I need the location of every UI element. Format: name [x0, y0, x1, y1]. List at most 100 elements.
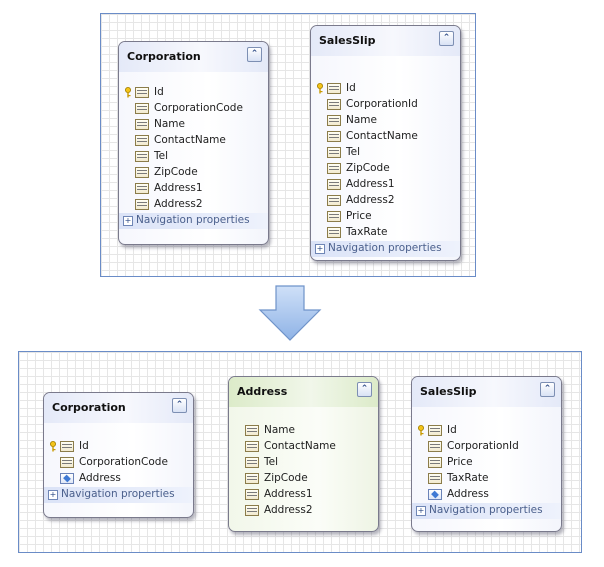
property-row-id[interactable]: Id	[412, 423, 561, 439]
property-row-tel[interactable]: Tel	[311, 145, 460, 161]
property-row-corporationcode[interactable]: CorporationCode	[44, 455, 193, 471]
property-row-address1[interactable]: Address1	[311, 177, 460, 193]
expand-icon[interactable]: +	[123, 216, 133, 226]
property-row-corporationid[interactable]: CorporationId	[311, 97, 460, 113]
property-row-contactname[interactable]: ContactName	[311, 129, 460, 145]
property-label: ZipCode	[346, 162, 390, 174]
property-label: Address2	[346, 194, 395, 206]
property-label: Name	[264, 424, 295, 436]
property-label: Id	[79, 440, 89, 452]
scalar-property-icon	[327, 163, 341, 174]
entity-title: Address	[237, 385, 288, 398]
collapse-icon[interactable]: ⌃	[172, 398, 187, 413]
property-row-address2[interactable]: Address2	[119, 197, 268, 213]
scalar-property-icon	[327, 179, 341, 190]
property-row-contactname[interactable]: ContactName	[229, 439, 378, 455]
scalar-property-icon	[135, 119, 149, 130]
property-row-address2[interactable]: Address2	[229, 503, 378, 519]
scalar-property-icon	[245, 489, 259, 500]
property-label: Tel	[154, 150, 169, 162]
property-row-name[interactable]: Name	[229, 423, 378, 439]
property-row-name[interactable]: Name	[119, 117, 268, 133]
scalar-property-icon	[135, 103, 149, 114]
property-row-tel[interactable]: Tel	[119, 149, 268, 165]
property-row-zipcode[interactable]: ZipCode	[311, 161, 460, 177]
collapse-icon[interactable]: ⌃	[439, 31, 454, 46]
navigation-properties-row[interactable]: + Navigation properties	[119, 213, 268, 229]
property-row-price[interactable]: Price	[412, 455, 561, 471]
scalar-property-icon	[245, 473, 259, 484]
property-row-zipcode[interactable]: ZipCode	[229, 471, 378, 487]
property-row-address1[interactable]: Address1	[119, 181, 268, 197]
navigation-properties-row[interactable]: + Navigation properties	[412, 503, 561, 519]
property-row-id[interactable]: Id	[44, 439, 193, 455]
scalar-property-icon	[245, 457, 259, 468]
scalar-property-icon	[245, 441, 259, 452]
property-row-address[interactable]: Address	[412, 487, 561, 503]
property-label: Id	[154, 86, 164, 98]
entity-header: SalesSlip ⌃	[412, 377, 561, 407]
property-row-tel[interactable]: Tel	[229, 455, 378, 471]
expand-icon[interactable]: +	[48, 490, 58, 500]
scalar-property-icon	[135, 135, 149, 146]
scalar-property-icon	[428, 473, 442, 484]
entity-header: Corporation ⌃	[119, 42, 268, 72]
property-row-id[interactable]: Id	[311, 81, 460, 97]
property-label: Price	[346, 210, 372, 222]
property-label: CorporationId	[447, 440, 519, 452]
expand-icon[interactable]: +	[416, 506, 426, 516]
navigation-properties-row[interactable]: + Navigation properties	[311, 241, 460, 257]
property-label: ContactName	[154, 134, 226, 146]
property-label: Address2	[154, 198, 203, 210]
property-row-taxrate[interactable]: TaxRate	[311, 225, 460, 241]
property-row-price[interactable]: Price	[311, 209, 460, 225]
expand-icon[interactable]: +	[315, 244, 325, 254]
property-row-address1[interactable]: Address1	[229, 487, 378, 503]
scalar-property-icon	[327, 115, 341, 126]
scalar-property-icon	[327, 131, 341, 142]
property-label: Id	[346, 82, 356, 94]
property-row-address2[interactable]: Address2	[311, 193, 460, 209]
property-label: Address1	[154, 182, 203, 194]
property-row-corporationcode[interactable]: CorporationCode	[119, 101, 268, 117]
collapse-icon[interactable]: ⌃	[247, 47, 262, 62]
property-row-name[interactable]: Name	[311, 113, 460, 129]
property-label: Tel	[264, 456, 279, 468]
property-label: Address1	[346, 178, 395, 190]
scalar-property-icon	[245, 505, 259, 516]
scalar-property-icon	[60, 441, 74, 452]
property-row-address[interactable]: Address	[44, 471, 193, 487]
property-label: ZipCode	[264, 472, 308, 484]
property-row-taxrate[interactable]: TaxRate	[412, 471, 561, 487]
property-row-corporationid[interactable]: CorporationId	[412, 439, 561, 455]
navigation-properties-row[interactable]: + Navigation properties	[44, 487, 193, 503]
entity-header: SalesSlip ⌃	[311, 26, 460, 56]
navigation-properties-label: Navigation properties	[429, 504, 543, 516]
collapse-icon[interactable]: ⌃	[357, 382, 372, 397]
key-icon	[418, 425, 424, 436]
property-label: Address2	[264, 504, 313, 516]
property-row-zipcode[interactable]: ZipCode	[119, 165, 268, 181]
collapse-icon[interactable]: ⌃	[540, 382, 555, 397]
property-label: ContactName	[264, 440, 336, 452]
scalar-property-icon	[60, 457, 74, 468]
property-label: CorporationCode	[154, 102, 243, 114]
property-label: Address	[447, 488, 489, 500]
property-row-contactname[interactable]: ContactName	[119, 133, 268, 149]
scalar-property-icon	[327, 227, 341, 238]
scalar-property-icon	[135, 151, 149, 162]
scalar-property-icon	[327, 99, 341, 110]
property-label: TaxRate	[447, 472, 489, 484]
scalar-property-icon	[327, 147, 341, 158]
property-label: CorporationId	[346, 98, 418, 110]
property-row-id[interactable]: Id	[119, 85, 268, 101]
property-label: Address1	[264, 488, 313, 500]
